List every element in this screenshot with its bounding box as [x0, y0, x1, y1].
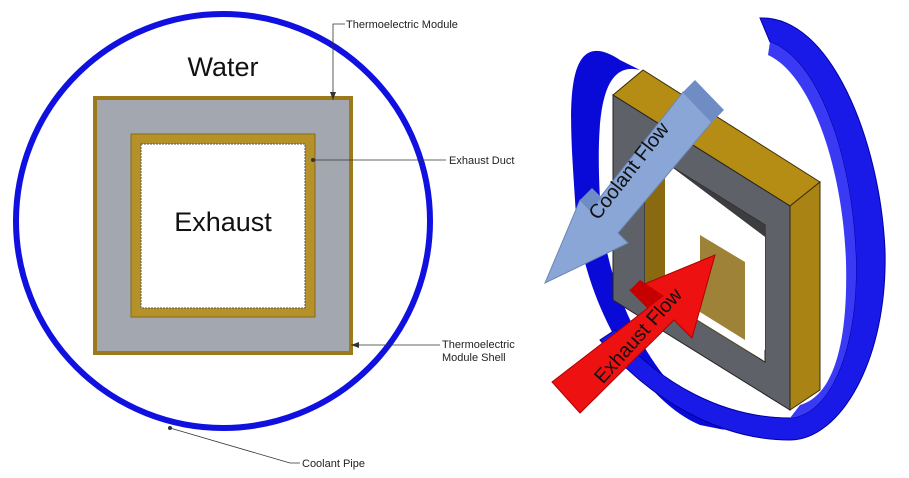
- coolant-arrow-body: [544, 91, 713, 285]
- shell-leader-arrowhead: [351, 342, 359, 348]
- exhaust-passage: [140, 143, 306, 309]
- module-side-face: [789, 180, 821, 411]
- exhaust-label: Exhaust: [174, 207, 272, 237]
- coolant-arrow-head-top: [580, 188, 602, 210]
- module-leader-arrowhead: [330, 92, 336, 100]
- module-shell-callout-line2: Module Shell: [442, 352, 506, 364]
- module-leader-line: [332, 23, 345, 100]
- exhaust-duct-callout: Exhaust Duct: [449, 155, 514, 167]
- isometric-view: Coolant Flow Exhaust Flow: [544, 17, 886, 441]
- exhaust-arrow-head-side: [630, 280, 664, 308]
- duct-leader-dot: [311, 158, 315, 162]
- cross-section-schematic: Water Exhaust Thermoelectric Module Exha…: [13, 11, 515, 470]
- water-label: Water: [187, 52, 258, 82]
- coolant-pipe-ring: [13, 11, 433, 431]
- pipe-leader-line: [169, 427, 300, 464]
- coolant-ring-highlight: [768, 42, 857, 418]
- coolant-pipe-callout: Coolant Pipe: [302, 458, 365, 470]
- coolant-arrow-tail-top: [683, 80, 724, 122]
- pipe-leader-dot: [168, 426, 172, 430]
- thermoelectric-module-callout: Thermoelectric Module: [346, 19, 458, 31]
- module-shell-callout-line1: Thermoelectric: [442, 339, 515, 351]
